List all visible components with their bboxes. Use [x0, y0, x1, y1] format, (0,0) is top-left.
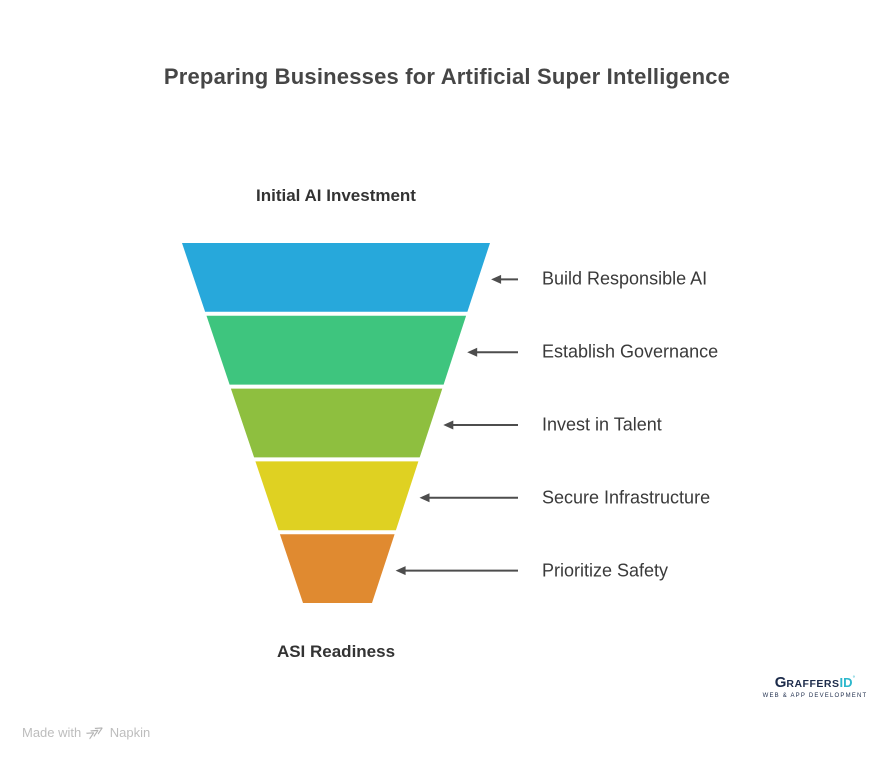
funnel-stage-label-2: Establish Governance [542, 341, 719, 362]
funnel-top-label: Initial AI Investment [256, 186, 416, 205]
funnel-stage-label-5: Prioritize Safety [542, 560, 669, 581]
stage-arrow-left-icon-3 [443, 420, 518, 430]
funnel-stage-label-3: Invest in Talent [542, 414, 662, 435]
stage-arrow-left-icon-1 [491, 274, 518, 284]
napkin-brand-text: Napkin [109, 724, 151, 740]
graffersid-logo: GRAFFERSID° WEB & APP DEVELOPMENT [760, 674, 870, 699]
funnel-stage-shape-4 [255, 461, 419, 531]
stage-arrow-left-icon-2 [467, 347, 518, 357]
logo-letter-g: G [774, 674, 787, 691]
page-title: Preparing Businesses for Artificial Supe… [163, 64, 731, 89]
stage-arrow-left-icon-5 [395, 566, 518, 576]
made-with-napkin-badge[interactable]: Made with ⋙ Napkin [22, 720, 151, 742]
funnel-stage-shape-2 [206, 315, 467, 385]
funnel-stage-shape-5 [279, 534, 395, 603]
stage-arrow-left-icon-4 [419, 493, 518, 503]
funnel-stage-label-4: Secure Infrastructure [542, 487, 711, 508]
logo-raffers: RAFFERS [786, 678, 840, 690]
funnel-stage-shape-1 [182, 243, 490, 312]
logo-id: ID [839, 675, 853, 690]
made-with-text: Made with [22, 724, 82, 740]
logo-degree-mark: ° [852, 675, 856, 683]
logo-tagline: WEB & APP DEVELOPMENT [762, 692, 868, 699]
funnel-bottom-label: ASI Readiness [276, 642, 396, 661]
graffersid-wordmark: GRAFFERSID° [760, 674, 870, 692]
funnel-stage-label-1: Build Responsible AI [542, 268, 708, 289]
funnel-stage-shape-3 [230, 388, 443, 458]
